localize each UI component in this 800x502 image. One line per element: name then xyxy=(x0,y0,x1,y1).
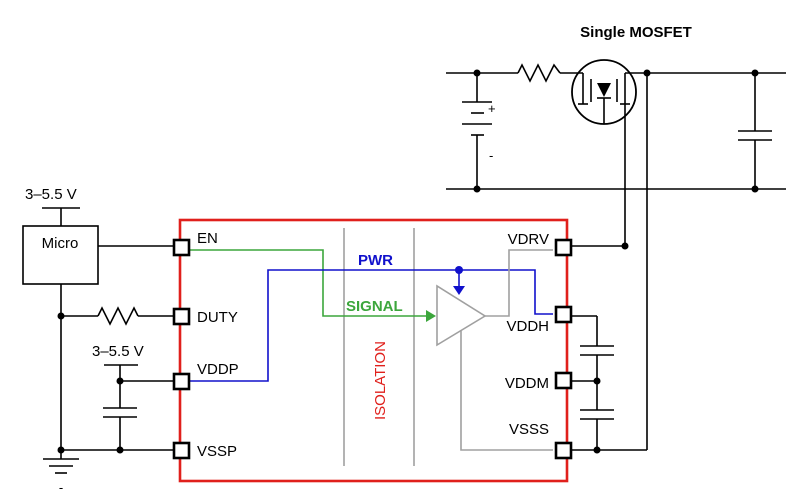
pin-label-vdrv: VDRV xyxy=(508,231,549,248)
pin-label-vddm: VDDM xyxy=(505,375,549,392)
pin-vdrv xyxy=(554,238,573,257)
signal-path xyxy=(190,249,432,317)
supply-top-label: 3–5.5 V xyxy=(25,186,77,203)
pin-vddp xyxy=(172,372,191,391)
pin-label-vddh: VDDH xyxy=(506,318,549,335)
pin-en xyxy=(172,238,191,257)
pin-vsss xyxy=(554,441,573,460)
pin-label-vsss: VSSS xyxy=(509,421,549,438)
ground-minus: - xyxy=(59,480,63,495)
signal-label: SIGNAL xyxy=(346,298,403,315)
return-path xyxy=(460,330,553,451)
pin-vddh xyxy=(554,305,573,324)
pin-label-vddp: VDDP xyxy=(197,361,239,378)
pin-duty xyxy=(172,307,191,326)
battery-minus: - xyxy=(489,148,493,163)
micro-block xyxy=(22,225,99,285)
isolation-label: ISOLATION xyxy=(372,341,389,420)
supply-mid-label: 3–5.5 V xyxy=(92,343,144,360)
pin-label-duty: DUTY xyxy=(197,309,238,326)
gate-resistor xyxy=(517,63,561,83)
output-path xyxy=(485,249,553,317)
pwr-path xyxy=(190,269,553,382)
micro-label: Micro xyxy=(42,235,79,252)
pin-label-en: EN xyxy=(197,230,218,247)
duty-resistor xyxy=(97,306,139,326)
pin-vddm xyxy=(554,371,573,390)
driver-ic-border xyxy=(178,218,569,483)
mosfet-icon xyxy=(571,59,637,125)
controller-side: 3–5.5 V Micro 3–5.5 V - xyxy=(22,186,176,495)
power-stage: + - xyxy=(446,59,786,447)
pin-vssp xyxy=(172,441,191,460)
battery-plus: + xyxy=(488,101,496,116)
pwr-label: PWR xyxy=(358,252,393,269)
title: Single MOSFET xyxy=(580,24,692,41)
pin-label-vssp: VSSP xyxy=(197,443,237,460)
